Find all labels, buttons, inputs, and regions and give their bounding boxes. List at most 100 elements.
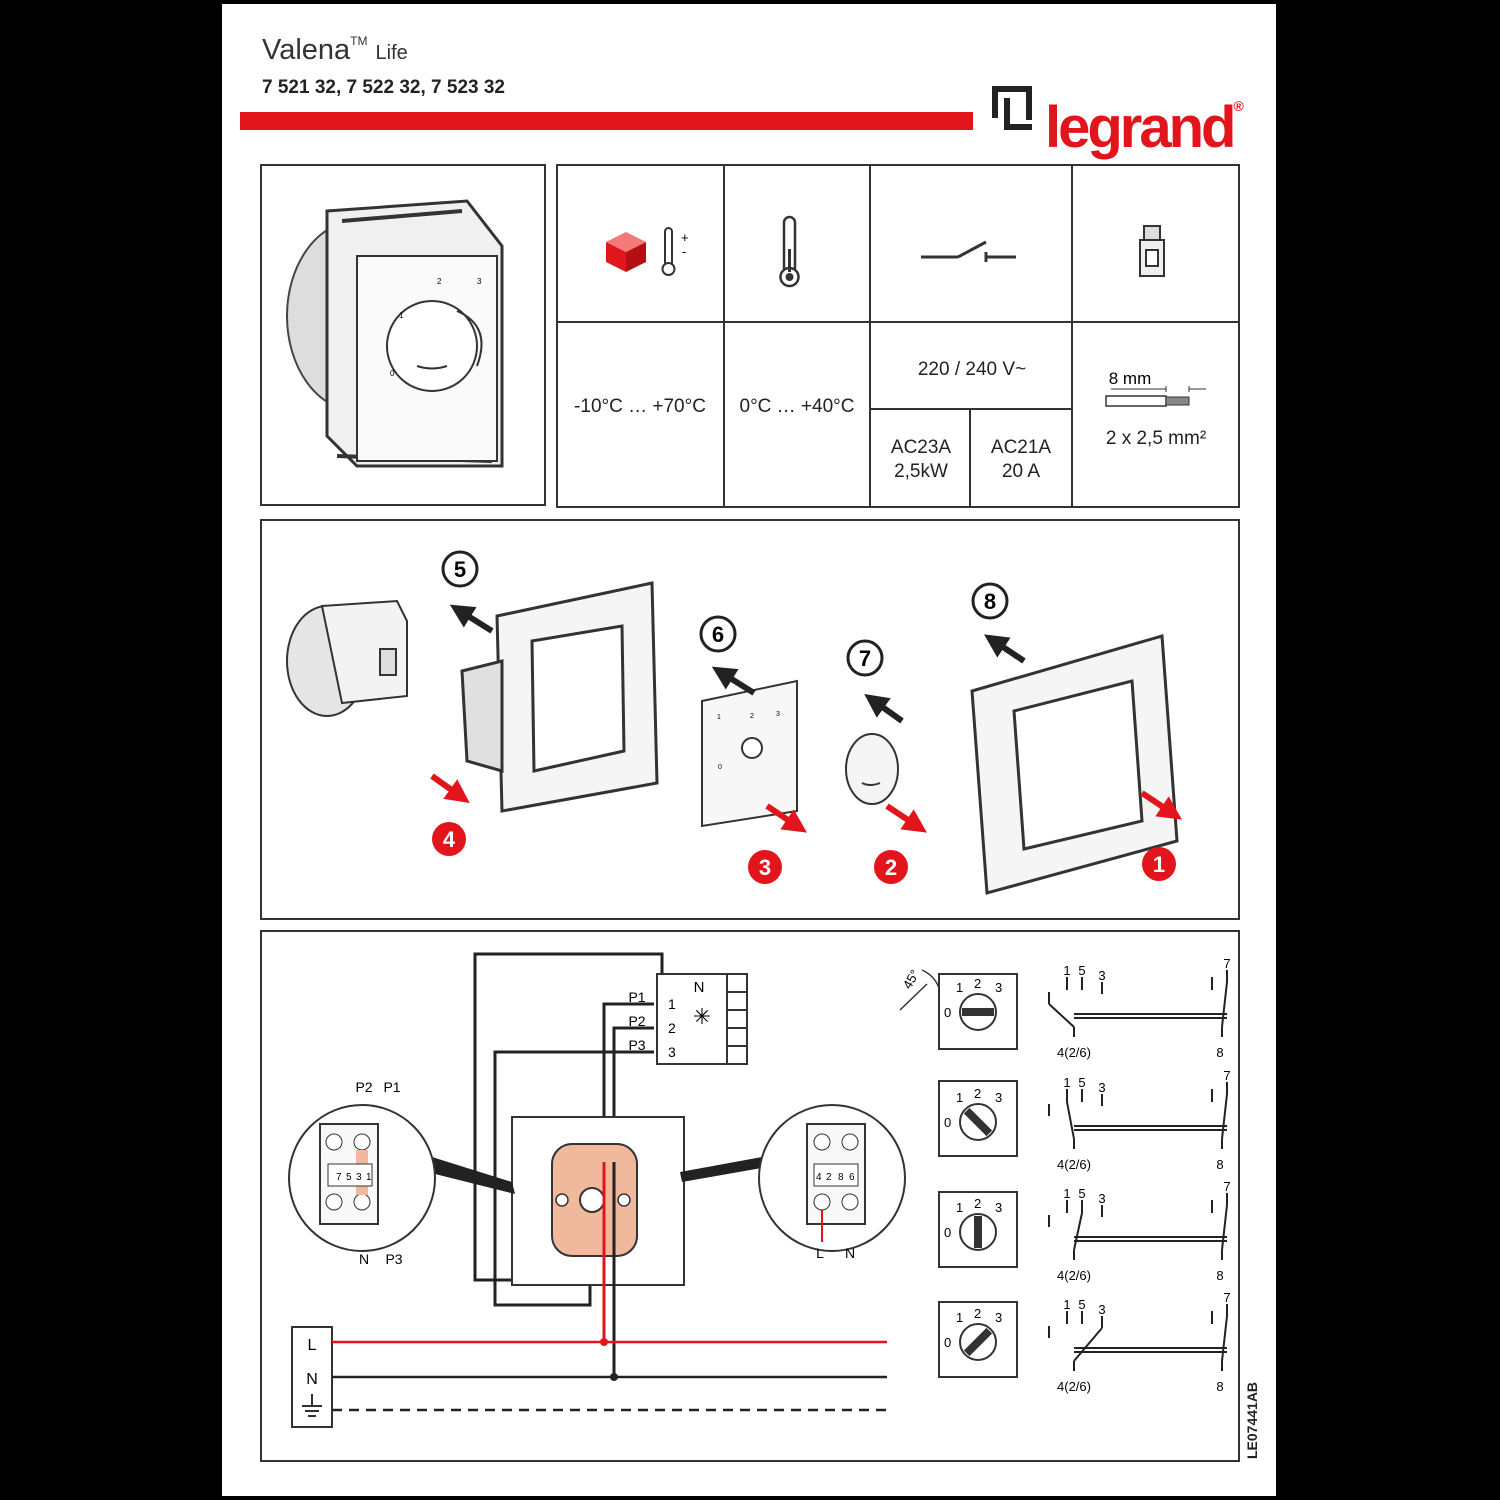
svg-text:3: 3 [1098, 1080, 1105, 1095]
svg-text:2: 2 [885, 855, 897, 880]
svg-text:2: 2 [974, 1196, 981, 1211]
strip-length: 8 mm [1109, 369, 1152, 388]
svg-text:3: 3 [1098, 1302, 1105, 1317]
svg-text:0: 0 [944, 1115, 951, 1130]
switch-contact-icon [921, 240, 1016, 262]
svg-text:5: 5 [1078, 1075, 1085, 1090]
svg-text:0: 0 [944, 1335, 951, 1350]
svg-text:2: 2 [437, 277, 442, 286]
contact-diagram-1: 1 5 3 7 4(2/6) 8 [1048, 956, 1231, 1060]
svg-text:7: 7 [1223, 1179, 1230, 1194]
svg-text:1: 1 [956, 1310, 963, 1325]
svg-text:0: 0 [944, 1005, 951, 1020]
svg-text:+: + [681, 230, 689, 245]
legrand-logo-icon [992, 86, 1032, 130]
svg-text:8: 8 [1216, 1045, 1223, 1060]
svg-text:1: 1 [1153, 852, 1165, 877]
svg-text:3: 3 [477, 277, 482, 286]
svg-text:N: N [359, 1251, 369, 1267]
step-8-badge: 8 [971, 582, 1009, 620]
cover-plate-part [970, 634, 1179, 895]
svg-text:P1: P1 [628, 989, 645, 1005]
selector-position-1: 1 2 3 0 [938, 973, 1018, 1050]
svg-text:3: 3 [1098, 968, 1105, 983]
svg-text:2: 2 [826, 1172, 832, 1183]
svg-text:P2: P2 [628, 1013, 645, 1029]
mounting-frame-part [460, 581, 659, 813]
svg-text:4(2/6): 4(2/6) [1057, 1379, 1091, 1394]
dimmer-plate-part: 1 2 3 0 [701, 679, 798, 828]
svg-text:-: - [682, 244, 686, 259]
product-title: ValenaTM Life [262, 34, 408, 66]
svg-text:P3: P3 [628, 1037, 645, 1053]
svg-text:1: 1 [366, 1172, 372, 1183]
contact-diagram-2: 1 5 3 7 4(2/6) 8 [1048, 1068, 1231, 1172]
svg-text:1: 1 [956, 1090, 963, 1105]
svg-text:4: 4 [816, 1172, 822, 1183]
step-6-badge: 6 [699, 615, 737, 653]
operating-temp-range: 0°C … +40°C [739, 396, 855, 417]
selector-position-2: 1 2 3 0 [938, 1080, 1018, 1157]
svg-text:1: 1 [956, 980, 963, 995]
svg-text:3: 3 [776, 711, 780, 718]
svg-text:3: 3 [759, 855, 771, 880]
svg-text:N: N [845, 1245, 855, 1261]
svg-text:3: 3 [1098, 1191, 1105, 1206]
svg-text:2: 2 [668, 1020, 676, 1036]
svg-text:2: 2 [974, 1306, 981, 1321]
svg-text:1: 1 [1063, 963, 1070, 978]
svg-text:8: 8 [838, 1172, 844, 1183]
spec-table-grid: + - 8 mm [556, 164, 1240, 508]
svg-text:1: 1 [956, 1200, 963, 1215]
assembly-panel [260, 519, 1240, 920]
svg-text:1: 1 [399, 311, 404, 320]
svg-text:4(2/6): 4(2/6) [1057, 1157, 1091, 1172]
svg-text:1: 1 [1063, 1075, 1070, 1090]
svg-text:3: 3 [668, 1044, 676, 1060]
step-4-badge: 4 [432, 822, 466, 856]
svg-text:P1: P1 [383, 1079, 400, 1095]
svg-text:3: 3 [995, 1090, 1002, 1105]
earth-ground-icon [302, 1394, 322, 1417]
brand-wordmark: legrand® [1045, 95, 1244, 160]
svg-text:N: N [306, 1371, 318, 1388]
assembly-exploded-view: 1 2 3 0 5 6 7 8 [286, 550, 1182, 895]
svg-text:N: N [694, 979, 705, 996]
svg-text:1: 1 [1063, 1297, 1070, 1312]
svg-text:0: 0 [718, 764, 722, 771]
svg-text:5: 5 [346, 1172, 352, 1183]
step-1-badge: 1 [1142, 847, 1176, 881]
svg-text:7: 7 [1223, 956, 1230, 971]
svg-text:3: 3 [995, 1310, 1002, 1325]
svg-text:5: 5 [1078, 963, 1085, 978]
selector-position-4: 1 2 3 0 [938, 1301, 1018, 1378]
svg-text:4: 4 [443, 827, 456, 852]
svg-text:7: 7 [1223, 1068, 1230, 1083]
svg-text:3: 3 [995, 980, 1002, 995]
svg-text:L: L [308, 1337, 317, 1354]
svg-text:3: 3 [356, 1172, 362, 1183]
mechanism-part [286, 599, 408, 717]
right-terminal-zoom: 4 2 8 6 [680, 1104, 906, 1252]
product-image-box [260, 164, 546, 506]
step-2-badge: 2 [874, 850, 908, 884]
svg-text:2: 2 [974, 1086, 981, 1101]
svg-text:45°: 45° [900, 967, 923, 992]
svg-text:4(2/6): 4(2/6) [1057, 1268, 1091, 1283]
mechanism-rear-view [511, 1116, 685, 1286]
svg-text:P2: P2 [355, 1079, 372, 1095]
wire-strip-icon [1105, 386, 1206, 407]
svg-text:8: 8 [984, 589, 996, 614]
svg-text:4(2/6): 4(2/6) [1057, 1045, 1091, 1060]
instruction-sheet: ValenaTM Life 7 521 32, 7 522 32, 7 523 … [222, 4, 1276, 1496]
motor-symbol-icon: ✳ [693, 1004, 711, 1029]
svg-text:0: 0 [944, 1225, 951, 1240]
header-red-bar [240, 112, 973, 130]
step-7-badge: 7 [846, 639, 884, 677]
wiring-panel [260, 930, 1240, 1462]
contact-diagram-3: 1 5 3 7 4(2/6) 8 [1048, 1179, 1231, 1283]
svg-text:3: 3 [995, 1200, 1002, 1215]
svg-text:5: 5 [1078, 1297, 1085, 1312]
